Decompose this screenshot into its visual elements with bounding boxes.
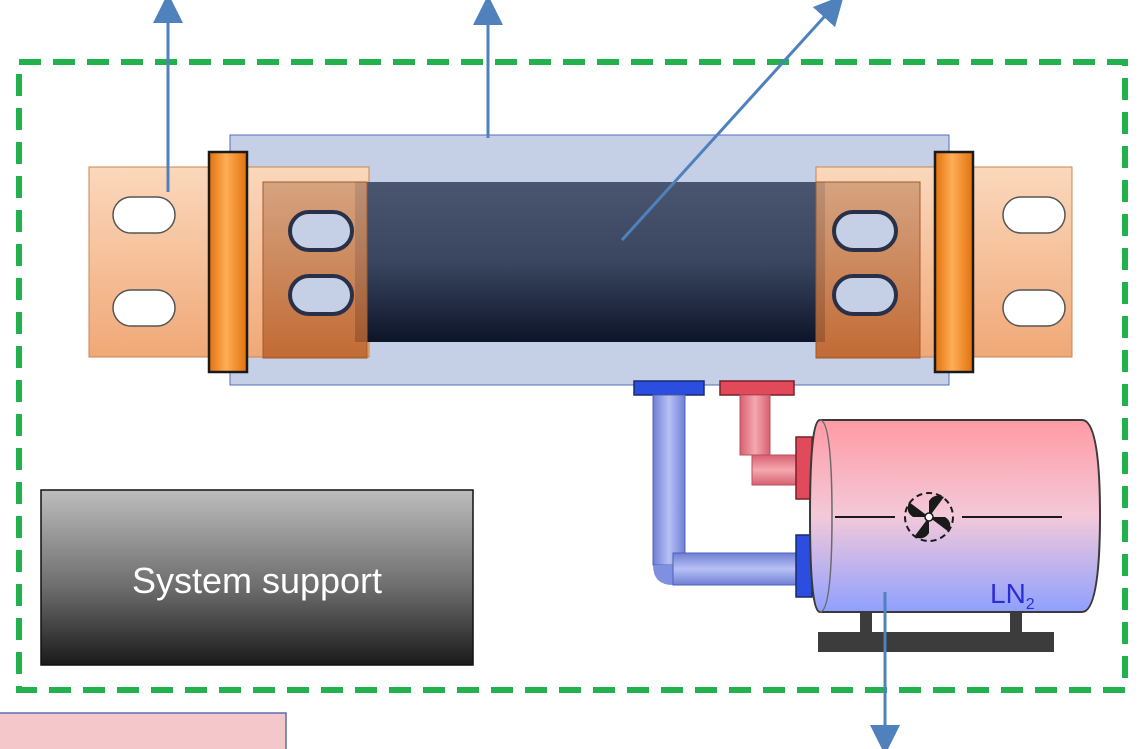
hot-supply-pipe xyxy=(719,380,813,500)
ln2-subscript: 2 xyxy=(1026,596,1035,613)
system-support-box xyxy=(40,489,474,666)
system-support-label: System support xyxy=(132,560,382,601)
fan-icon xyxy=(904,492,954,542)
ln2-label: LN xyxy=(990,578,1026,609)
ln2-cryocooler: LN2 xyxy=(808,419,1102,652)
cable-core xyxy=(355,182,825,342)
right-clamp xyxy=(933,150,975,374)
cold-return-pipe xyxy=(633,380,813,598)
left-inner-terminal xyxy=(262,181,368,359)
svg-text:LN2: LN2 xyxy=(990,578,1035,613)
arrow-cable-core xyxy=(620,0,845,242)
system-boundary xyxy=(16,59,1128,693)
pink-label-box xyxy=(0,712,287,749)
right-inner-terminal xyxy=(815,181,921,359)
left-clamp xyxy=(207,150,249,374)
